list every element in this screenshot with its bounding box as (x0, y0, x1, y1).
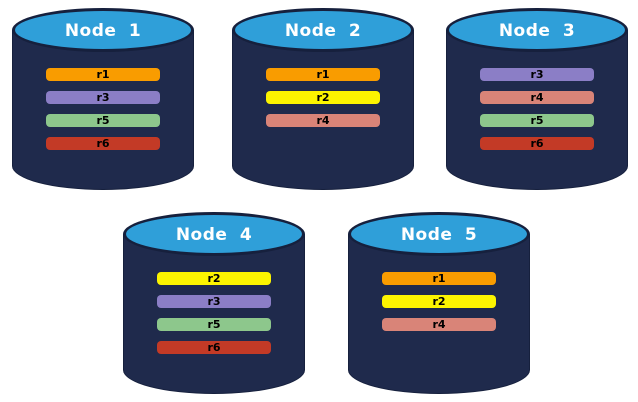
replica-bar-r5: r5 (480, 114, 594, 127)
cylinder-top: Node 3 (446, 8, 628, 52)
node-title: Node 2 (284, 21, 362, 41)
node-title: Node 3 (498, 21, 576, 41)
replica-label: r2 (316, 91, 330, 104)
replica-list: r1 r2 r4 (232, 68, 414, 127)
replica-bar-r4: r4 (480, 91, 594, 104)
replica-label: r2 (207, 272, 221, 285)
replica-label: r5 (207, 318, 221, 331)
replica-label: r6 (530, 137, 544, 150)
replica-list: r2 r3 r5 r6 (123, 272, 305, 354)
replica-label: r1 (432, 272, 446, 285)
replica-bar-r4: r4 (266, 114, 380, 127)
replica-bar-r1: r1 (382, 272, 496, 285)
replica-bar-r3: r3 (480, 68, 594, 81)
replica-label: r4 (316, 114, 330, 127)
replica-label: r6 (207, 341, 221, 354)
replica-bar-r2: r2 (266, 91, 380, 104)
cylinder-top: Node 5 (348, 212, 530, 256)
replica-bar-r1: r1 (46, 68, 160, 81)
node-1-cylinder: r1 r3 r5 r6 Node 1 (12, 8, 194, 190)
replica-label: r6 (96, 137, 110, 150)
cylinder-top: Node 2 (232, 8, 414, 52)
cylinder-body (446, 30, 628, 190)
node-title: Node 4 (175, 225, 253, 245)
replica-list: r1 r2 r4 (348, 272, 530, 331)
replica-list: r3 r4 r5 r6 (446, 68, 628, 150)
node-2-cylinder: r1 r2 r4 Node 2 (232, 8, 414, 190)
cylinder-top: Node 4 (123, 212, 305, 256)
node-5-cylinder: r1 r2 r4 Node 5 (348, 212, 530, 394)
replica-bar-r5: r5 (46, 114, 160, 127)
replica-label: r3 (96, 91, 110, 104)
cylinder-body (348, 234, 530, 394)
replica-bar-r2: r2 (157, 272, 271, 285)
replica-bar-r6: r6 (46, 137, 160, 150)
replica-bar-r1: r1 (266, 68, 380, 81)
replica-label: r2 (432, 295, 446, 308)
replica-label: r5 (96, 114, 110, 127)
cylinder-body (232, 30, 414, 190)
node-title: Node 5 (400, 225, 478, 245)
replica-label: r3 (530, 68, 544, 81)
replica-bar-r5: r5 (157, 318, 271, 331)
replica-label: r1 (96, 68, 110, 81)
replica-label: r1 (316, 68, 330, 81)
node-3-cylinder: r3 r4 r5 r6 Node 3 (446, 8, 628, 190)
replica-bar-r6: r6 (157, 341, 271, 354)
replica-label: r3 (207, 295, 221, 308)
replica-bar-r6: r6 (480, 137, 594, 150)
replica-label: r4 (530, 91, 544, 104)
replica-bar-r2: r2 (382, 295, 496, 308)
replica-bar-r3: r3 (46, 91, 160, 104)
cylinder-top: Node 1 (12, 8, 194, 52)
cylinder-body (123, 234, 305, 394)
replica-bar-r3: r3 (157, 295, 271, 308)
replica-label: r4 (432, 318, 446, 331)
replica-list: r1 r3 r5 r6 (12, 68, 194, 150)
replica-bar-r4: r4 (382, 318, 496, 331)
replica-label: r5 (530, 114, 544, 127)
node-title: Node 1 (64, 21, 142, 41)
node-4-cylinder: r2 r3 r5 r6 Node 4 (123, 212, 305, 394)
cylinder-body (12, 30, 194, 190)
